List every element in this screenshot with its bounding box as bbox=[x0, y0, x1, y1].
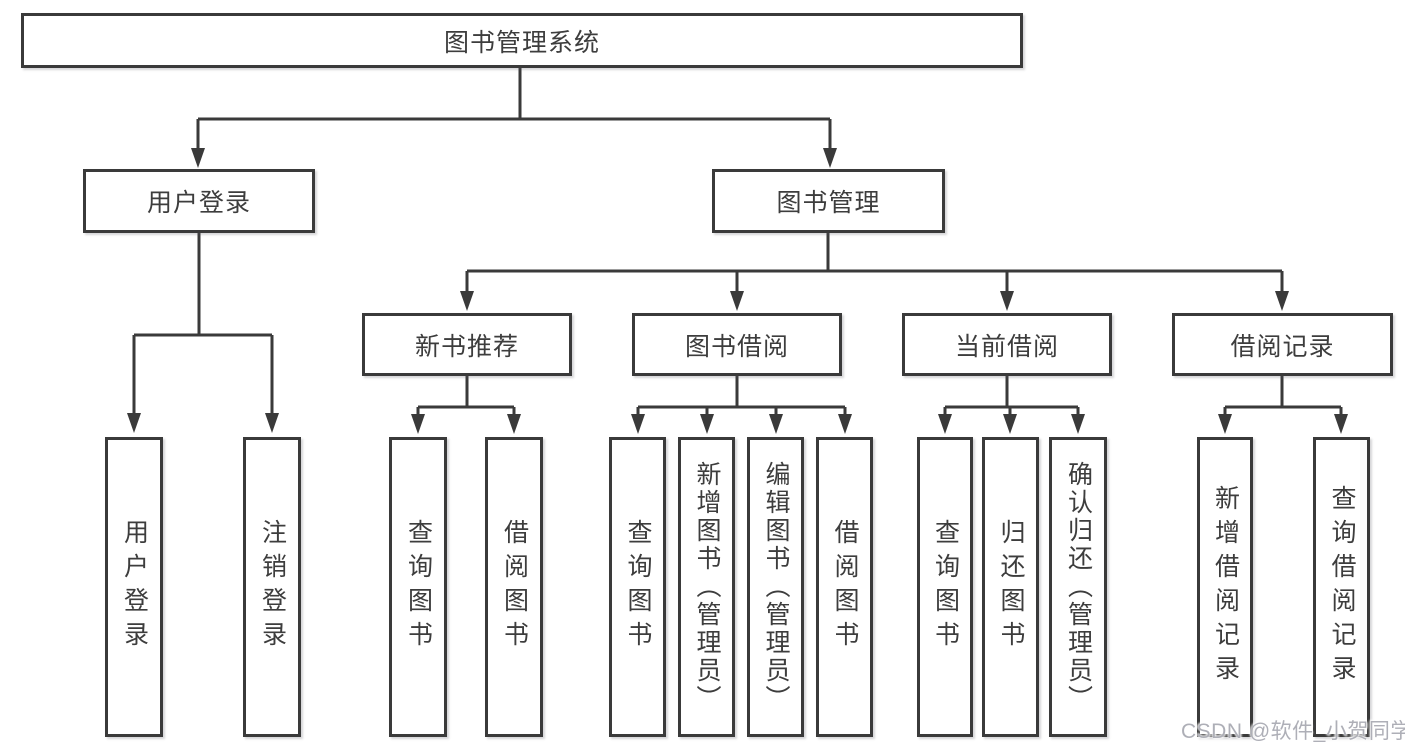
node-label: 新增图书（管理员） bbox=[693, 461, 721, 713]
node-label: 新书推荐 bbox=[414, 332, 519, 361]
node-label: 图书管理系统 bbox=[443, 28, 600, 57]
node-user-login: 用户登录 bbox=[83, 169, 315, 233]
arrowheads bbox=[127, 148, 1348, 434]
node-label: 查询图书 bbox=[931, 519, 960, 655]
leaf-return-book: 归还图书 bbox=[982, 437, 1039, 737]
node-label: 用户登录 bbox=[146, 189, 251, 217]
node-label: 确认归还（管理员） bbox=[1064, 461, 1093, 713]
leaf-borrow-book: 借阅图书 bbox=[816, 437, 873, 737]
node-label: 归还图书 bbox=[997, 519, 1025, 655]
node-label: 借阅图书 bbox=[831, 519, 859, 655]
node-borrow-records: 借阅记录 bbox=[1172, 313, 1393, 376]
node-label: 图书借阅 bbox=[684, 332, 789, 361]
node-new-book-recommend: 新书推荐 bbox=[362, 313, 572, 376]
csdn-watermark: CSDN @软件_小贺同学 bbox=[1181, 720, 1405, 743]
leaf-recommend-query-book: 查询图书 bbox=[389, 437, 447, 737]
leaf-query-borrow-record: 查询借阅记录 bbox=[1313, 437, 1370, 737]
node-label: 查询图书 bbox=[624, 519, 652, 655]
node-label: 查询借阅记录 bbox=[1328, 485, 1356, 689]
node-book-borrow: 图书借阅 bbox=[632, 313, 842, 376]
node-label: 借阅记录 bbox=[1230, 332, 1335, 361]
node-label: 注销登录 bbox=[258, 519, 287, 655]
node-label: 图书管理 bbox=[776, 189, 881, 217]
node-label: 编辑图书（管理员） bbox=[762, 461, 790, 713]
node-label: 用户登录 bbox=[120, 519, 149, 655]
node-label: 借阅图书 bbox=[500, 519, 529, 655]
leaf-edit-book-admin: 编辑图书（管理员） bbox=[747, 437, 804, 737]
leaf-add-borrow-record: 新增借阅记录 bbox=[1197, 437, 1253, 737]
node-label: 新增借阅记录 bbox=[1211, 485, 1240, 689]
leaf-user-login: 用户登录 bbox=[105, 437, 163, 737]
leaf-current-query-book: 查询图书 bbox=[917, 437, 973, 737]
leaf-recommend-borrow-book: 借阅图书 bbox=[485, 437, 543, 737]
leaf-borrow-query-book: 查询图书 bbox=[609, 437, 666, 737]
node-label: 查询图书 bbox=[404, 519, 433, 655]
leaf-confirm-return-admin: 确认归还（管理员） bbox=[1049, 437, 1107, 737]
node-label: 当前借阅 bbox=[954, 332, 1059, 361]
node-current-borrow: 当前借阅 bbox=[902, 313, 1112, 376]
leaf-add-book-admin: 新增图书（管理员） bbox=[678, 437, 735, 737]
leaf-logout: 注销登录 bbox=[243, 437, 301, 737]
node-library-management-system: 图书管理系统 bbox=[21, 13, 1023, 68]
node-book-management: 图书管理 bbox=[712, 169, 945, 233]
